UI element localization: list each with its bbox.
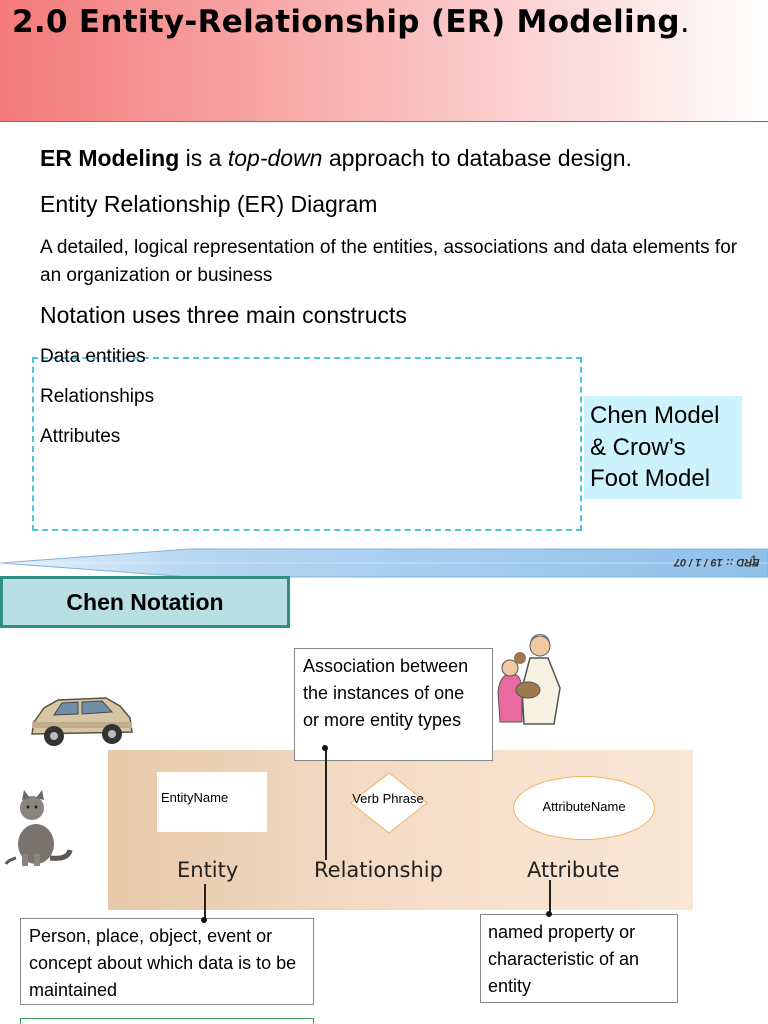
slide-title-dot: . bbox=[679, 4, 690, 40]
notation-heading: Notation uses three main constructs bbox=[40, 302, 407, 328]
footer-date: ERD :: 19 / 1 / 07 bbox=[674, 556, 760, 568]
er-modeling-definition: ER Modeling is a top-down approach to da… bbox=[40, 145, 632, 172]
attribute-label: Attribute bbox=[527, 858, 620, 882]
construct-item: Relationships bbox=[40, 386, 155, 407]
footer-band bbox=[0, 548, 768, 578]
relationship-diamond-label: Verb Phrase bbox=[352, 791, 424, 806]
slide-title-text: 2.0 Entity-Relationship (ER) Modeling bbox=[12, 4, 680, 40]
relationship-label: Relationship bbox=[314, 858, 443, 882]
page-number: 1 bbox=[750, 552, 758, 568]
entity-label: Entity bbox=[177, 858, 239, 882]
relationship-connector-dot bbox=[322, 745, 328, 751]
constructs-dashed-box bbox=[32, 357, 582, 531]
model-callout: Chen Model & Crow’s Foot Model bbox=[584, 396, 742, 499]
construct-item: Attributes bbox=[40, 426, 121, 447]
callout-line: & Crow’s bbox=[590, 433, 686, 461]
relationship-connector bbox=[325, 748, 327, 860]
attribute-connector-dot bbox=[546, 911, 552, 917]
entity-connector-dot bbox=[201, 917, 207, 923]
chen-notation-heading: Chen Notation bbox=[0, 576, 290, 628]
er-diagram-heading: Entity Relationship (ER) Diagram bbox=[40, 191, 378, 217]
cat-clipart-icon bbox=[4, 790, 73, 866]
entity-rectangle: EntityName bbox=[157, 772, 267, 832]
car-clipart-icon bbox=[31, 697, 133, 746]
title-banner bbox=[0, 0, 768, 122]
attribute-description: named property or characteristic of an e… bbox=[480, 914, 678, 1003]
def-text-1: is a bbox=[179, 145, 228, 171]
attribute-ellipse: AttributeName bbox=[513, 776, 655, 840]
relationship-diamond bbox=[350, 772, 428, 834]
callout-line: Foot Model bbox=[590, 465, 711, 492]
slide-title: 2.0 Entity-Relationship (ER) Modeling. bbox=[12, 4, 690, 40]
callout-line: Chen Model bbox=[590, 402, 720, 429]
er-diagram-description: A detailed, logical representation of th… bbox=[40, 237, 738, 286]
top-down-term: top-down bbox=[227, 145, 323, 171]
construct-item: Data entities bbox=[40, 346, 146, 367]
er-modeling-term: ER Modeling bbox=[40, 145, 180, 171]
def-text-2: approach to database design. bbox=[322, 145, 632, 171]
entity-connector bbox=[204, 884, 206, 920]
next-callout-box bbox=[20, 1018, 314, 1024]
vet-with-dog-clipart-icon bbox=[497, 634, 561, 725]
association-description: Association between the instances of one… bbox=[294, 648, 493, 761]
attribute-connector bbox=[549, 880, 551, 914]
entity-description: Person, place, object, event or concept … bbox=[20, 918, 314, 1005]
